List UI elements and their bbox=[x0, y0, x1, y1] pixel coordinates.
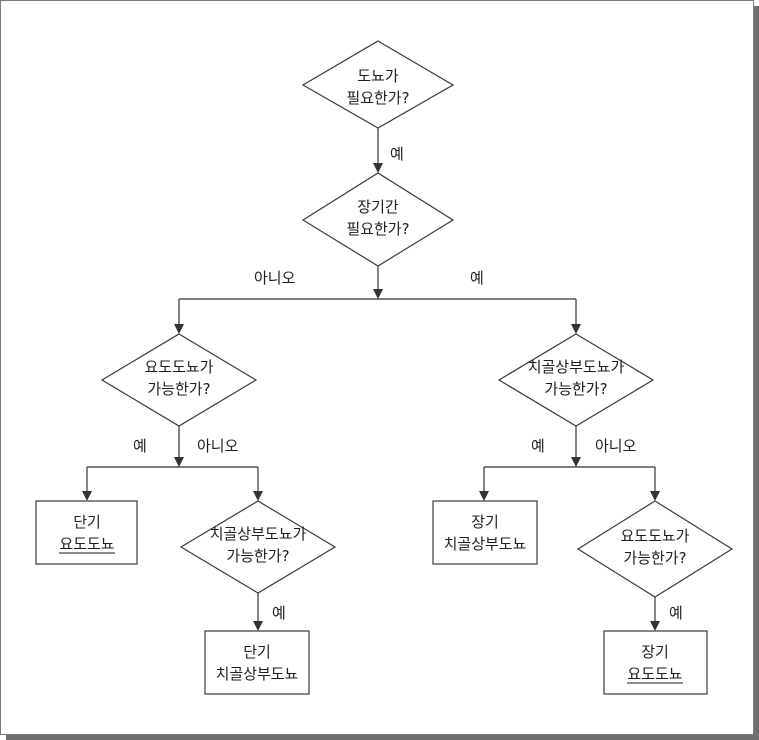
result-short-suprapubic: 단기 치골상부도뇨 bbox=[204, 630, 310, 695]
decision-need-catheter: 도뇨가 필요한가? bbox=[301, 40, 455, 129]
node-text: 가능한가? bbox=[544, 380, 607, 398]
node-text: 요도도뇨 bbox=[627, 665, 682, 683]
node-text: 필요한가? bbox=[346, 89, 409, 107]
node-text: 장기 bbox=[641, 643, 669, 661]
node-text: 치골상부도뇨가 bbox=[528, 358, 625, 376]
arrowhead bbox=[373, 163, 383, 173]
arrowhead bbox=[650, 491, 660, 501]
node-text: 장기간 bbox=[357, 198, 399, 216]
node-text: 필요한가? bbox=[346, 220, 409, 238]
node-text: 가능한가? bbox=[623, 549, 686, 567]
decision-urethral-possible-right: 요도도뇨가 가능한가? bbox=[576, 500, 734, 598]
decision-suprapubic-possible-left: 치골상부도뇨가 가능한가? bbox=[179, 500, 337, 594]
result-long-urethral: 장기 요도도뇨 bbox=[603, 630, 708, 695]
arrowhead bbox=[174, 457, 184, 467]
result-short-urethral: 단기 요도도뇨 bbox=[35, 500, 138, 565]
decision-urethral-possible-left: 요도도뇨가 가능한가? bbox=[100, 333, 258, 427]
arrowhead bbox=[253, 491, 263, 501]
arrowhead bbox=[253, 621, 263, 631]
edges bbox=[82, 128, 660, 631]
edge-label-yes: 예 bbox=[531, 437, 545, 455]
node-text: 요도도뇨가 bbox=[144, 358, 213, 376]
node-text: 가능한가? bbox=[226, 547, 289, 565]
edge-label-yes: 예 bbox=[133, 437, 147, 455]
arrowhead bbox=[174, 324, 184, 334]
node-text: 단기 bbox=[73, 513, 101, 531]
edge-labels: 예 아니오 예 예 아니오 예 아니오 예 예 bbox=[133, 145, 683, 622]
edge-label-yes: 예 bbox=[669, 604, 683, 622]
result-long-suprapubic: 장기 치골상부도뇨 bbox=[432, 500, 538, 565]
arrowhead bbox=[650, 621, 660, 631]
arrowhead bbox=[571, 324, 581, 334]
node-text: 단기 bbox=[243, 643, 271, 661]
node-text: 요도도뇨가 bbox=[620, 527, 689, 545]
node-text: 치골상부도뇨 bbox=[216, 665, 299, 683]
edge-label-no: 아니오 bbox=[595, 437, 637, 455]
node-text: 도뇨가 bbox=[357, 67, 399, 85]
arrowhead bbox=[479, 491, 489, 501]
arrowhead bbox=[82, 491, 92, 501]
node-text: 치골상부도뇨 bbox=[444, 535, 527, 553]
edge-label-no: 아니오 bbox=[254, 269, 296, 287]
edge-label-yes: 예 bbox=[470, 269, 484, 287]
edge-label-yes: 예 bbox=[272, 604, 286, 622]
node-text: 가능한가? bbox=[147, 380, 210, 398]
edge-label-yes: 예 bbox=[390, 145, 404, 163]
decision-long-term: 장기간 필요한가? bbox=[301, 172, 455, 267]
node-text: 요도도뇨 bbox=[59, 535, 114, 553]
edge-label-no: 아니오 bbox=[197, 437, 239, 455]
decision-suprapubic-possible-right: 치골상부도뇨가 가능한가? bbox=[497, 333, 655, 427]
arrowhead bbox=[571, 457, 581, 467]
node-text: 치골상부도뇨가 bbox=[210, 525, 307, 543]
arrowhead bbox=[373, 289, 383, 299]
node-text: 장기 bbox=[471, 513, 499, 531]
